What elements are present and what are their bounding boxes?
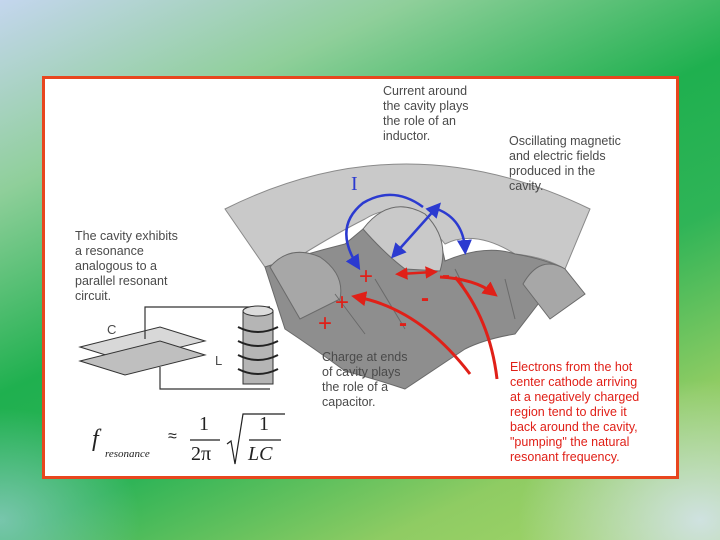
- formula-denominator: 2π: [191, 443, 212, 465]
- oscillating-fields-label: Oscillating magnetic and electric fields…: [509, 134, 621, 193]
- minus-sign-1: -: [442, 262, 450, 289]
- current-symbol: I: [351, 173, 358, 195]
- cavity-diagram: [78, 163, 591, 465]
- electron-arrow-3: [439, 275, 498, 297]
- field-arrow: [391, 202, 441, 259]
- formula-f: f: [92, 426, 99, 452]
- diagram-frame: Current around the cavity plays the role…: [42, 76, 679, 479]
- minus-sign-3: -: [399, 310, 407, 337]
- capacitor-plate-bottom: [78, 340, 207, 376]
- electron-arrow-2: [453, 276, 499, 380]
- charge-label: Charge at ends of cavity plays the role …: [322, 350, 408, 409]
- plus-sign-2: +: [335, 289, 350, 316]
- formula-root-denominator: LC: [248, 443, 273, 465]
- plus-sign-3: +: [318, 310, 333, 337]
- formula-subscript: resonance: [105, 448, 150, 460]
- resonance-label: The cavity exhibits a resonance analogou…: [75, 229, 178, 303]
- capacitor-label: C: [107, 322, 117, 337]
- inductor-label: L: [215, 353, 223, 368]
- current-label: Current around the cavity plays the role…: [383, 84, 469, 143]
- current-arrow: [345, 193, 424, 271]
- current-arrow-right: [436, 207, 472, 255]
- inductor-core-top: [242, 305, 274, 317]
- electrons-label: Electrons from the hot center cathode ar…: [510, 360, 640, 464]
- vane-edge-lines: [334, 268, 516, 335]
- minus-sign-2: -: [421, 285, 429, 312]
- electron-arrow-1: [351, 291, 472, 375]
- cavity-right-lobe: [522, 263, 586, 320]
- circuit-wires: [144, 306, 270, 390]
- formula-numerator: 1: [199, 413, 209, 435]
- formula-root-numerator: 1: [259, 413, 269, 435]
- cavity-left-lobe: [269, 251, 342, 320]
- inductor-coil: [237, 326, 279, 375]
- formula-radical: [226, 413, 285, 465]
- plus-sign-1: +: [359, 263, 374, 290]
- gap-field-arrow: [395, 266, 438, 280]
- formula-approx: ≈: [168, 428, 177, 445]
